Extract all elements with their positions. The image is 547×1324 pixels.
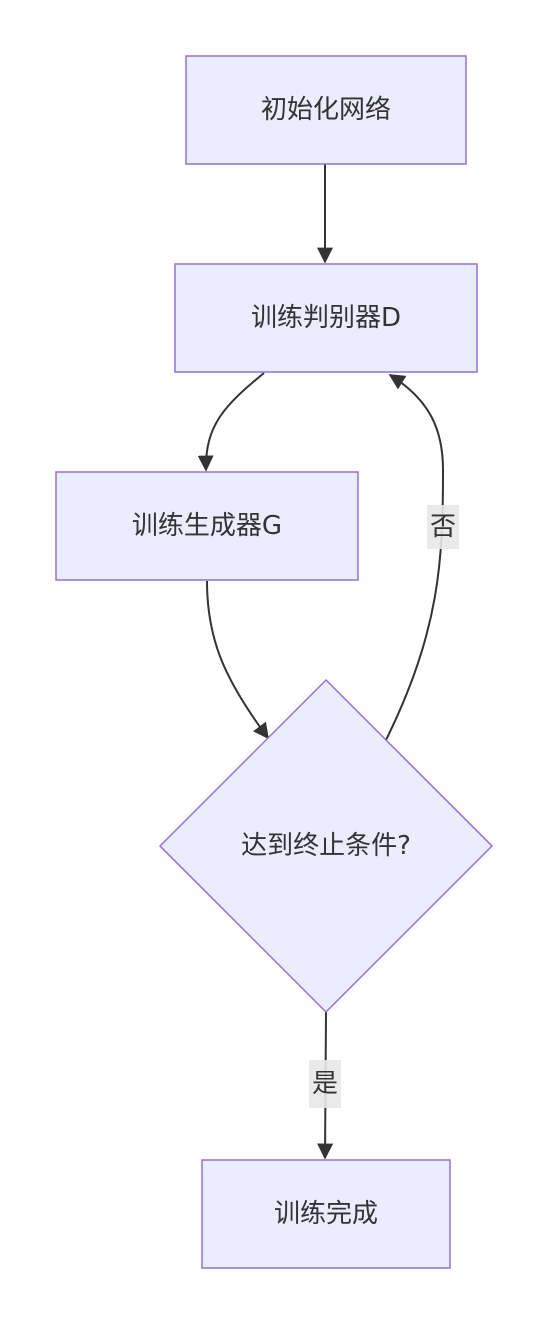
node-check-condition-label: 达到终止条件? [241, 831, 411, 861]
node-train-discriminator-label: 训练判别器D [251, 303, 401, 333]
node-training-done-label: 训练完成 [274, 1199, 378, 1229]
node-train-generator-label: 训练生成器G [132, 511, 282, 541]
node-train-discriminator[interactable]: 训练判别器D [174, 263, 478, 373]
node-init[interactable]: 初始化网络 [185, 55, 467, 165]
edge-check-to-train-d-no [385, 374, 445, 741]
edge-train-g-to-check [206, 580, 269, 740]
edge-label-no-text: 否 [430, 512, 456, 542]
edge-train-d-to-train-g [197, 372, 265, 472]
node-training-done[interactable]: 训练完成 [201, 1159, 451, 1269]
node-init-label: 初始化网络 [261, 95, 391, 125]
node-check-condition[interactable]: 达到终止条件? [158, 678, 494, 1014]
node-train-generator[interactable]: 训练生成器G [55, 471, 359, 581]
edge-label-no: 否 [427, 505, 459, 549]
edge-label-yes: 是 [309, 1060, 341, 1108]
edge-label-yes-text: 是 [312, 1069, 338, 1099]
